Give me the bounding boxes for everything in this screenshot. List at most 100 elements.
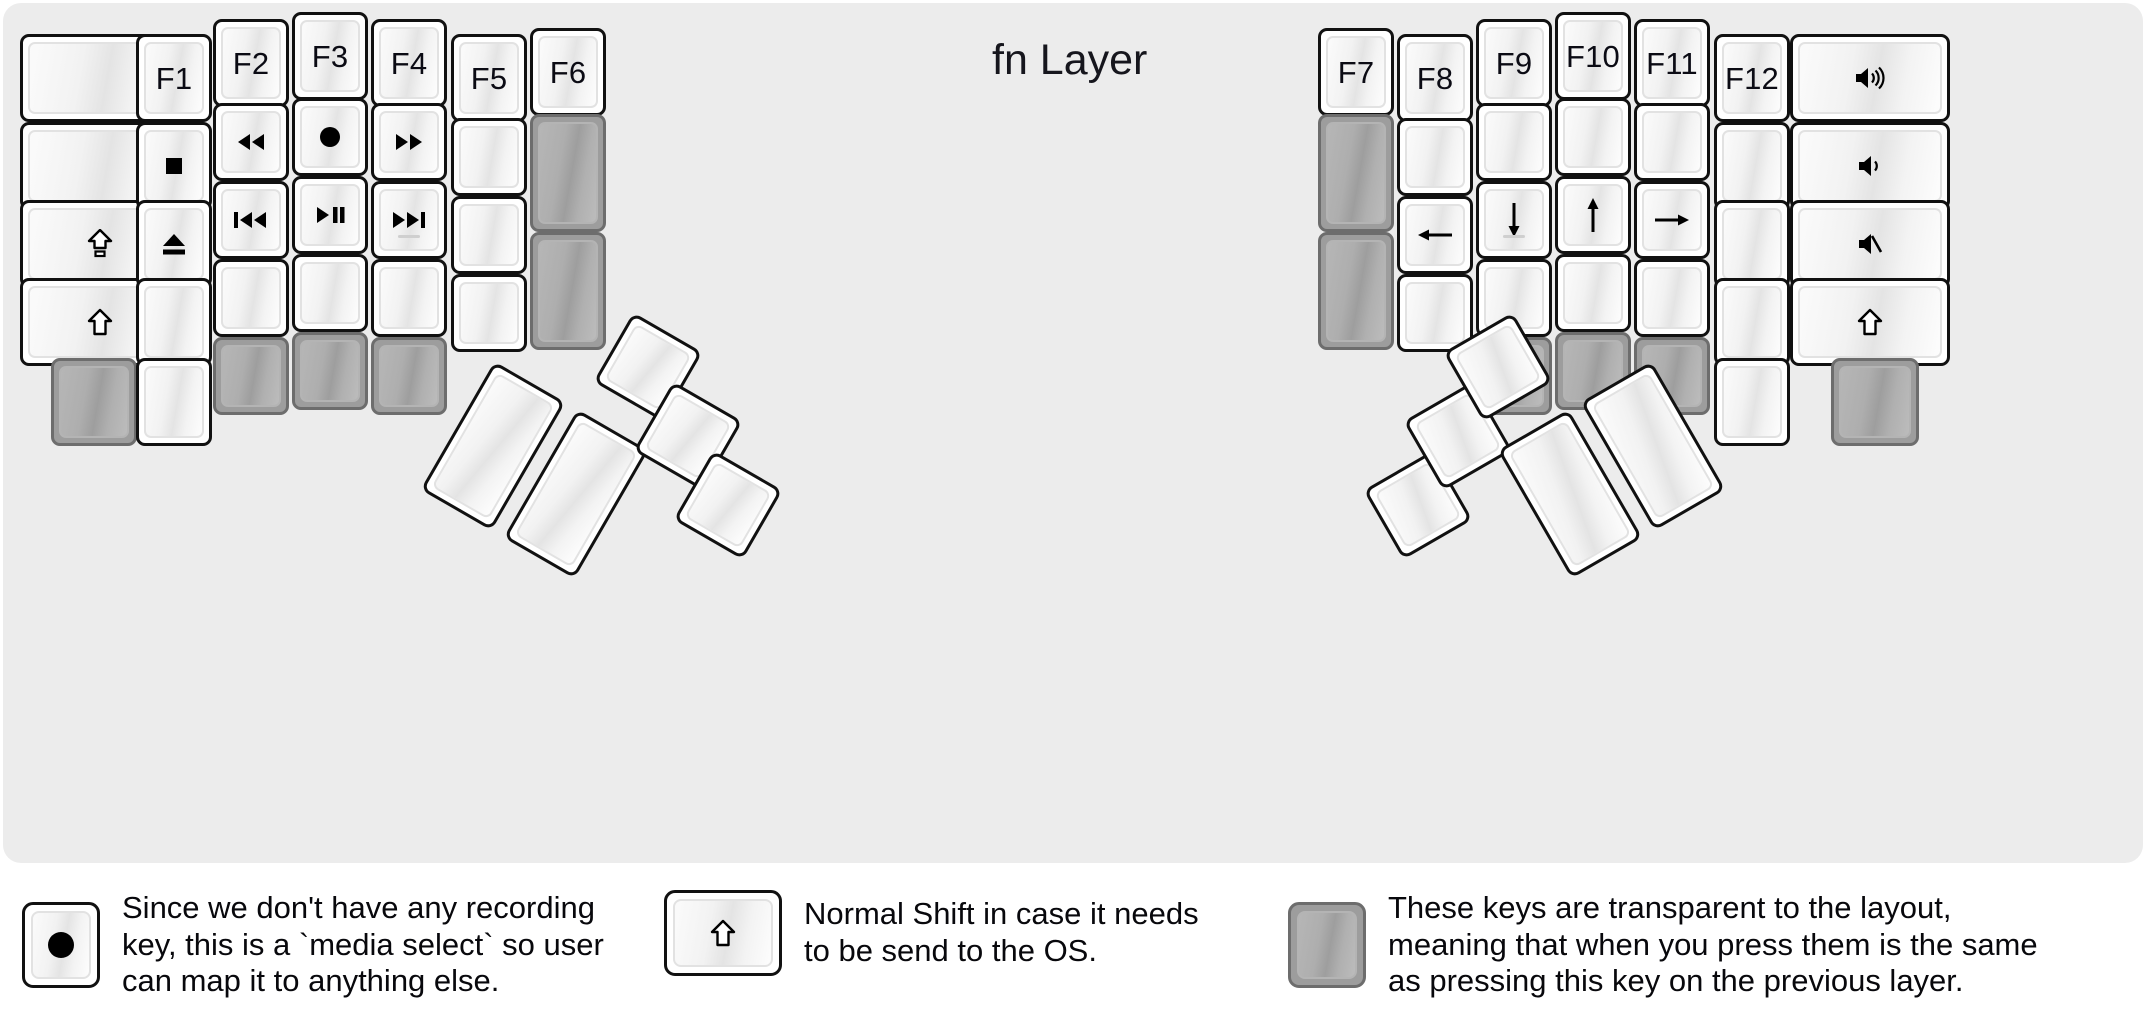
keycap-face bbox=[1326, 122, 1386, 224]
keycap-face: F10 bbox=[1563, 20, 1623, 92]
key-left-c4-r3-play-pause[interactable] bbox=[292, 176, 368, 254]
keycap-face bbox=[1722, 286, 1782, 358]
keycap-face bbox=[144, 366, 204, 438]
key-left-c4-r1-f3[interactable]: F3 bbox=[292, 12, 368, 100]
key-left-c2-r5[interactable] bbox=[136, 358, 212, 446]
key-right-c3-r3-arrow-down[interactable] bbox=[1476, 181, 1552, 259]
key-right-c6-r2[interactable] bbox=[1714, 122, 1790, 210]
key-left-c3-r3-prev-track[interactable] bbox=[213, 181, 289, 259]
key-left-c2-r3-eject[interactable] bbox=[136, 200, 212, 288]
key-right-c1-r2-transparent-tall[interactable] bbox=[1318, 114, 1394, 232]
volume-mute-icon bbox=[1856, 231, 1884, 257]
key-left-c5-r5-transparent[interactable] bbox=[371, 337, 447, 415]
key-right-c2-r4[interactable] bbox=[1397, 274, 1473, 352]
key-right-c7-r2-volume-down[interactable] bbox=[1790, 122, 1950, 210]
key-left-c3-r2-rewind[interactable] bbox=[213, 103, 289, 181]
key-label: F9 bbox=[1495, 45, 1533, 81]
keycap-face bbox=[1798, 130, 1942, 202]
key-right-c4-r2[interactable] bbox=[1555, 98, 1631, 176]
key-right-c4-r4[interactable] bbox=[1555, 254, 1631, 332]
key-right-c2-r2[interactable] bbox=[1397, 118, 1473, 196]
keycap-face bbox=[379, 267, 439, 329]
key-left-c2-r2-stop[interactable] bbox=[136, 122, 212, 210]
key-left-c4-r5-transparent[interactable] bbox=[292, 332, 368, 410]
key-left-c2-r4[interactable] bbox=[136, 278, 212, 366]
key-left-c1-r5-transparent[interactable] bbox=[51, 358, 137, 446]
legend-text-transparent: These keys are transparent to the layout… bbox=[1388, 890, 2038, 999]
shift-icon bbox=[1857, 307, 1883, 337]
key-right-c6-r3[interactable] bbox=[1714, 200, 1790, 288]
key-label: F5 bbox=[470, 60, 508, 96]
keycap-face bbox=[144, 286, 204, 358]
keycap-face: F4 bbox=[379, 27, 439, 99]
keycap-face bbox=[300, 106, 360, 168]
keycap-face bbox=[379, 189, 439, 251]
key-right-c3-r2[interactable] bbox=[1476, 103, 1552, 181]
key-right-c2-r1-f8[interactable]: F8 bbox=[1397, 34, 1473, 122]
arrow-left-icon bbox=[1415, 224, 1455, 246]
key-left-c6-r3[interactable] bbox=[451, 196, 527, 274]
key-right-c3-r1-f9[interactable]: F9 bbox=[1476, 19, 1552, 107]
legend-key-shift bbox=[664, 890, 782, 976]
key-right-c7-r5-transparent[interactable] bbox=[1831, 358, 1919, 446]
keycap-face bbox=[1722, 366, 1782, 438]
key-right-c2-r3-arrow-left[interactable] bbox=[1397, 196, 1473, 274]
key-right-c5-r2[interactable] bbox=[1634, 103, 1710, 181]
key-left-c4-r2-record[interactable] bbox=[292, 98, 368, 176]
key-right-c5-r1-f11[interactable]: F11 bbox=[1634, 19, 1710, 107]
legend-text-record: Since we don't have any recording key, t… bbox=[122, 890, 604, 999]
key-right-c5-r3-arrow-right[interactable] bbox=[1634, 181, 1710, 259]
keycap-face bbox=[221, 345, 281, 407]
key-left-c5-r4[interactable] bbox=[371, 259, 447, 337]
key-left-c7-r2-transparent-tall[interactable] bbox=[530, 114, 606, 232]
key-left-c3-r4[interactable] bbox=[213, 259, 289, 337]
keycap-face: F5 bbox=[459, 42, 519, 114]
key-right-c7-r1-volume-up[interactable] bbox=[1790, 34, 1950, 122]
key-left-c6-r1-f5[interactable]: F5 bbox=[451, 34, 527, 122]
keycap-face bbox=[1484, 111, 1544, 173]
legend-item-shift: Normal Shift in case it needs to be send… bbox=[664, 890, 1199, 976]
key-right-c4-r3-arrow-up[interactable] bbox=[1555, 176, 1631, 254]
key-left-c4-r4[interactable] bbox=[292, 254, 368, 332]
keycap-face: F7 bbox=[1326, 36, 1386, 108]
key-left-c5-r3-next-track[interactable] bbox=[371, 181, 447, 259]
keycap-face bbox=[221, 111, 281, 173]
keycap-face bbox=[538, 240, 598, 342]
legend-key-record bbox=[22, 901, 100, 988]
key-left-c3-r1-f2[interactable]: F2 bbox=[213, 19, 289, 107]
key-right-c6-r5[interactable] bbox=[1714, 358, 1790, 446]
media-rewind-icon bbox=[234, 132, 268, 152]
key-right-c4-r1-f10[interactable]: F10 bbox=[1555, 12, 1631, 100]
key-right-c7-r4-shift[interactable] bbox=[1790, 278, 1950, 366]
key-right-c6-r4[interactable] bbox=[1714, 278, 1790, 366]
keycap-face bbox=[1798, 286, 1942, 358]
key-left-c2-r1-f1[interactable]: F1 bbox=[136, 34, 212, 122]
key-right-c1-r3-transparent-tall[interactable] bbox=[1318, 232, 1394, 350]
keycap-face bbox=[1484, 189, 1544, 251]
homing-bump-indicator bbox=[1503, 235, 1525, 238]
key-right-c1-r1-f7[interactable]: F7 bbox=[1318, 28, 1394, 116]
key-left-c7-r3-transparent-tall[interactable] bbox=[530, 232, 606, 350]
keycap-face bbox=[1405, 282, 1465, 344]
media-eject-icon bbox=[160, 231, 188, 257]
keycap-face bbox=[1405, 204, 1465, 266]
keycap-face bbox=[1722, 208, 1782, 280]
key-label: F6 bbox=[549, 54, 587, 90]
media-play-pause-icon bbox=[313, 205, 347, 225]
key-label: F1 bbox=[155, 60, 193, 96]
key-left-c6-r2[interactable] bbox=[451, 118, 527, 196]
key-left-c7-r1-f6[interactable]: F6 bbox=[530, 28, 606, 116]
key-right-c7-r3-volume-mute[interactable] bbox=[1790, 200, 1950, 288]
key-label: F10 bbox=[1565, 38, 1621, 74]
key-left-c5-r1-f4[interactable]: F4 bbox=[371, 19, 447, 107]
key-left-c6-r4[interactable] bbox=[451, 274, 527, 352]
keycap-face bbox=[1642, 111, 1702, 173]
key-right-c5-r4[interactable] bbox=[1634, 259, 1710, 337]
arrow-down-icon bbox=[1503, 200, 1525, 240]
keycap-face bbox=[1839, 366, 1911, 438]
keycap-face bbox=[459, 204, 519, 266]
key-left-c5-r2-fast-forward[interactable] bbox=[371, 103, 447, 181]
key-right-c6-r1-f12[interactable]: F12 bbox=[1714, 34, 1790, 122]
keycap-face bbox=[31, 910, 91, 979]
key-left-c3-r5-transparent[interactable] bbox=[213, 337, 289, 415]
